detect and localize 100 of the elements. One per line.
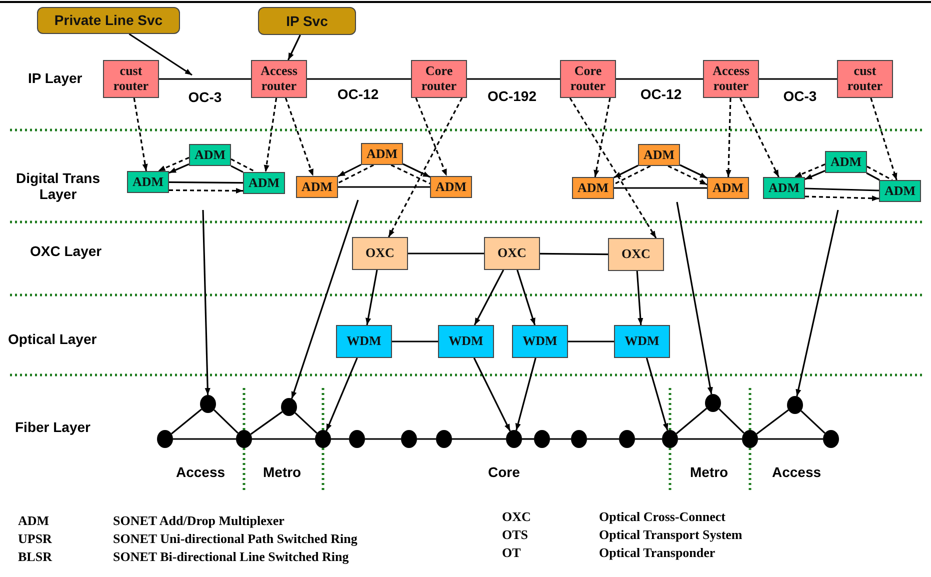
link-line <box>365 438 401 440</box>
arrow <box>168 163 190 174</box>
link-line <box>331 438 349 440</box>
region-label: Metro <box>690 464 728 480</box>
link-line <box>252 438 315 440</box>
router-box: Access router <box>703 60 759 98</box>
link-line <box>417 438 436 440</box>
fiber-node-dot <box>571 430 587 448</box>
oxc-box: OXC <box>484 237 540 270</box>
arrow <box>796 210 839 396</box>
dashed-arrow <box>284 98 314 176</box>
link-line <box>159 78 251 80</box>
abbreviation-definition: Optical Transport System <box>599 527 742 543</box>
router-box: cust router <box>103 60 159 98</box>
arrow <box>636 270 644 326</box>
dashed-arrow <box>794 164 826 178</box>
fiber-node-dot <box>823 430 839 448</box>
link-line <box>214 409 238 434</box>
wdm-box: WDM <box>512 325 568 358</box>
link-line <box>759 78 837 80</box>
fiber-node-dot <box>157 430 173 448</box>
abbreviation: UPSR <box>18 531 52 547</box>
adm-box: ADM <box>572 177 614 199</box>
arrow <box>474 270 504 326</box>
abbreviation: OTS <box>502 527 528 543</box>
layer-label: Digital Trans Layer <box>14 170 102 202</box>
arrow <box>515 358 536 431</box>
dashed-arrow <box>726 98 732 178</box>
dashed-line <box>866 166 893 181</box>
wdm-box: WDM <box>336 325 392 358</box>
arrow <box>804 170 826 180</box>
fiber-node-dot <box>506 430 522 448</box>
link-line <box>250 411 283 435</box>
abbreviation-definition: SONET Bi-directional Line Switched Ring <box>113 549 349 565</box>
dashed-arrow <box>169 188 243 194</box>
wdm-box: WDM <box>438 325 494 358</box>
arrow <box>646 358 668 431</box>
fiber-node-dot <box>236 430 252 448</box>
dashed-arrow <box>668 165 708 186</box>
region-label: Core <box>488 464 520 480</box>
abbreviation: BLSR <box>18 549 52 565</box>
link-line <box>635 438 662 440</box>
service-tag: Private Line Svc <box>37 7 180 34</box>
link-line <box>392 340 438 342</box>
layer-label: Optical Layer <box>8 331 97 347</box>
dashed-arrow <box>594 98 611 178</box>
arrow <box>614 164 638 178</box>
link-line <box>718 408 744 434</box>
adm-box: ADM <box>879 180 921 202</box>
arrow <box>326 358 358 432</box>
link-line <box>587 438 619 440</box>
adm-box: ADM <box>296 176 338 198</box>
link-line <box>408 252 484 254</box>
fiber-node-dot <box>315 430 331 448</box>
layer-label: OXC Layer <box>30 243 102 259</box>
wdm-box: WDM <box>614 325 670 358</box>
adm-box: ADM <box>127 171 169 193</box>
dashed-arrow <box>158 156 190 172</box>
router-box: cust router <box>837 60 893 98</box>
layer-label: Fiber Layer <box>15 419 90 435</box>
oxc-box: OXC <box>608 238 664 271</box>
edge-label: OC-3 <box>781 88 819 104</box>
fiber-node-dot <box>200 395 216 413</box>
edge-label: OC-3 <box>186 89 224 105</box>
arrow <box>473 358 511 432</box>
abbreviation-definition: SONET Uni-directional Path Switched Ring <box>113 531 358 547</box>
arrow <box>291 200 359 399</box>
dashed-line <box>338 164 374 184</box>
arrow <box>287 34 301 60</box>
adm-box: ADM <box>243 172 285 194</box>
fiber-node-dot <box>349 430 365 448</box>
abbreviation-definition: Optical Cross-Connect <box>599 509 726 525</box>
fiber-node-dot <box>787 396 803 414</box>
adm-box: ADM <box>763 177 805 199</box>
region-label: Metro <box>263 464 302 480</box>
region-label: Access <box>772 464 822 480</box>
layer-label: IP Layer <box>28 70 82 86</box>
edge-label: OC-192 <box>485 88 539 104</box>
link-line <box>338 186 430 188</box>
fiber-node-dot <box>436 430 452 448</box>
fiber-node-dot <box>662 430 678 448</box>
dashed-arrow <box>804 196 880 202</box>
abbreviation: OT <box>502 545 521 561</box>
dashed-arrow <box>388 98 463 238</box>
link-line <box>758 438 823 440</box>
dashed-line <box>230 158 256 173</box>
arrow <box>338 164 362 178</box>
dashed-arrow <box>264 98 278 172</box>
fiber-node-dot <box>534 430 550 448</box>
arrow <box>516 270 536 326</box>
arrow <box>128 33 192 76</box>
edge-label: OC-12 <box>335 86 381 102</box>
fiber-node-dot <box>401 430 417 448</box>
link-line <box>294 412 318 434</box>
link-line <box>678 438 742 440</box>
link-line <box>171 408 202 434</box>
dashed-arrow <box>739 98 780 178</box>
dashed-arrow <box>415 98 448 176</box>
dashed-arrow <box>569 98 657 238</box>
oxc-box: OXC <box>352 237 408 270</box>
